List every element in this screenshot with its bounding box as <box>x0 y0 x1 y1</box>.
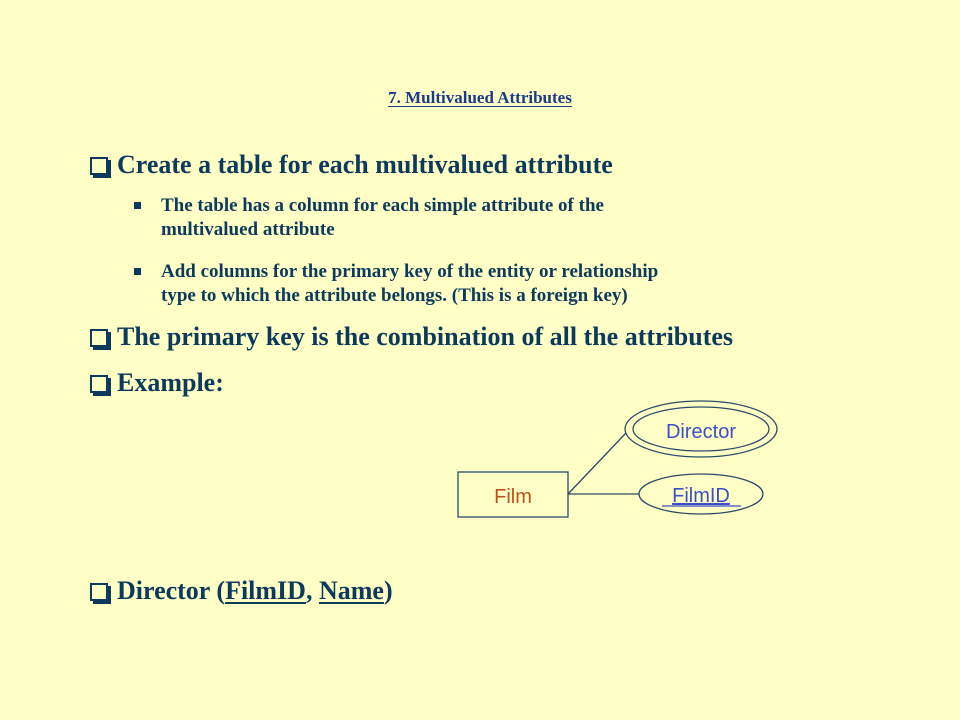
multivalued-attribute-inner-ellipse <box>632 406 770 452</box>
sub-bullet-simple-attribute: The table has a column for each simple a… <box>134 194 874 242</box>
bullet-primary-key: The primary key is the combination of al… <box>90 322 733 352</box>
bullet-example: Example: <box>90 368 224 398</box>
square-bullet-icon <box>134 202 141 209</box>
checkbox-bullet-icon <box>90 157 108 175</box>
relation-name: Director <box>117 576 210 605</box>
entity-film-label: Film <box>494 486 532 508</box>
relation-key-filmid: FilmID <box>225 576 306 605</box>
key-attribute-ellipse <box>638 473 764 515</box>
attribute-filmid-label: FilmID <box>672 485 730 507</box>
checkbox-bullet-icon <box>90 583 108 601</box>
sub-bullet-primary-key-columns: Add columns for the primary key of the e… <box>134 260 874 308</box>
entity-film-box <box>457 471 569 518</box>
checkbox-bullet-icon <box>90 375 108 393</box>
checkbox-bullet-icon <box>90 329 108 347</box>
relation-key-name: Name <box>318 576 384 605</box>
bullet-relation-schema: Director (FilmID, Name) <box>90 576 393 606</box>
connector-film-director <box>567 432 627 495</box>
square-bullet-icon <box>134 268 141 275</box>
attribute-director-label: Director <box>666 421 736 443</box>
bullet-create-table: Create a table for each multivalued attr… <box>90 150 613 180</box>
slide-title: 7. Multivalued Attributes <box>388 88 572 107</box>
